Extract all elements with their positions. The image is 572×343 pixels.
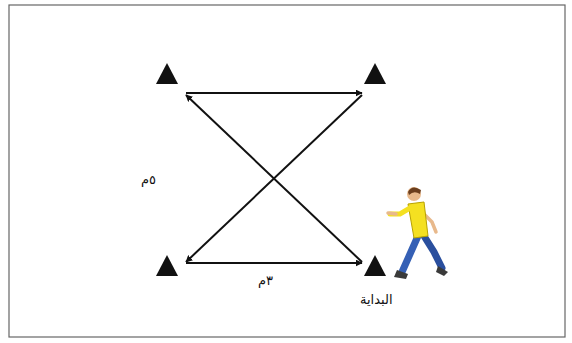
start-label: البداية	[360, 292, 393, 308]
cone-marker	[364, 255, 386, 276]
runner-hair	[408, 187, 421, 195]
runner-figure	[388, 187, 448, 279]
runner-leg	[424, 236, 442, 268]
run-arrow	[186, 95, 362, 262]
runner-shoe	[436, 266, 448, 276]
cone-marker	[364, 63, 386, 84]
cone-marker	[156, 255, 178, 276]
dimension-label: ٣م	[258, 273, 273, 289]
dimension-label: ٥م	[141, 172, 156, 188]
run-arrow	[186, 92, 362, 94]
runner-hand	[388, 213, 396, 214]
label-holder: ٥م	[141, 170, 156, 188]
label-holder: البداية	[360, 290, 393, 308]
cone-marker	[156, 63, 178, 84]
run-arrow	[186, 95, 362, 262]
frame-border	[9, 5, 565, 337]
label-holder: ٣م	[258, 271, 273, 289]
run-arrow	[186, 262, 362, 264]
runner-head	[407, 187, 421, 201]
runner-shoe	[394, 270, 408, 279]
runner-leg	[402, 236, 418, 272]
